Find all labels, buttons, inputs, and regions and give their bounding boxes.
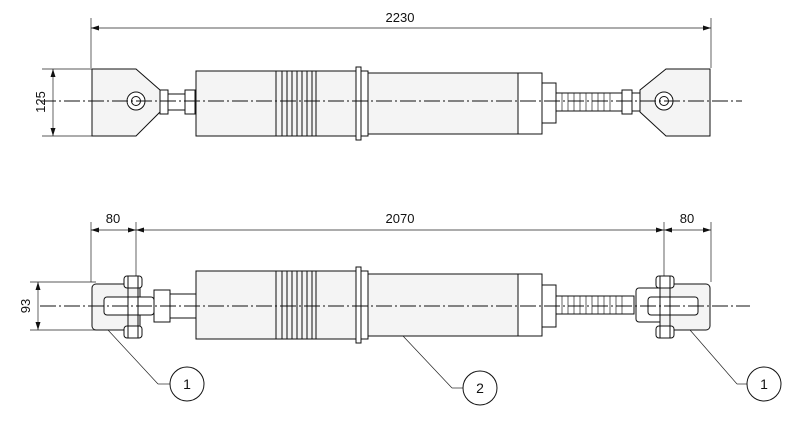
dimension-93: 93	[18, 281, 96, 331]
dimension-label-93: 93	[18, 299, 33, 313]
bottom-right-clevis	[635, 275, 711, 339]
top-piston-rod	[555, 89, 633, 115]
callout-label-2: 2	[476, 380, 484, 396]
bottom-piston-rod	[555, 295, 635, 315]
dimension-2230: 2230	[90, 10, 712, 68]
callout-label-1-right: 1	[760, 376, 768, 392]
dimension-label-2070: 2070	[386, 211, 415, 226]
dimension-label-right-80: 80	[680, 211, 694, 226]
top-cylinder	[195, 66, 557, 141]
dimension-125: 125	[33, 68, 96, 137]
bottom-view: 80 2070 80 93	[18, 211, 750, 344]
top-cooling-fins	[281, 71, 313, 136]
bottom-left-clevis	[91, 275, 197, 339]
callout-1-right: 1	[689, 329, 782, 402]
dimension-label-left-80: 80	[106, 211, 120, 226]
top-right-end-fitting	[631, 68, 711, 137]
bottom-cylinder	[195, 266, 557, 344]
bottom-cooling-fins	[281, 271, 313, 339]
top-view: 2230 125	[33, 10, 742, 141]
dimension-label-125: 125	[33, 91, 48, 113]
dimension-chain: 80 2070 80	[90, 211, 712, 282]
top-left-end-fitting	[91, 68, 196, 137]
dimension-label-2230: 2230	[386, 10, 415, 25]
callout-2: 2	[402, 335, 498, 406]
callout-label-1-left: 1	[183, 376, 191, 392]
callout-1-left: 1	[107, 329, 205, 402]
